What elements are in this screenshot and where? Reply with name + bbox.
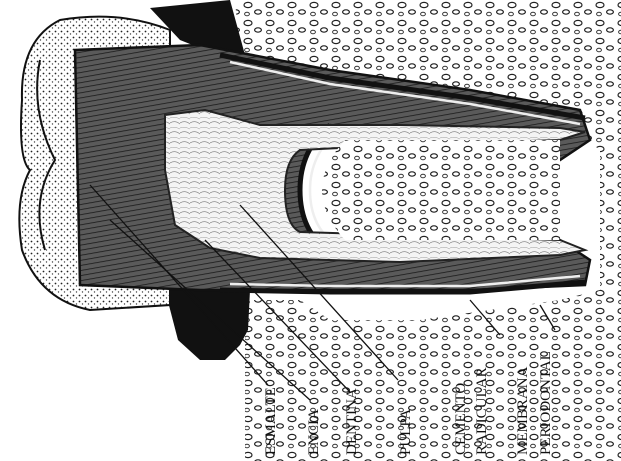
label-membrana-line2: PERIODONTAL: [538, 351, 554, 455]
label-cemento-line2: RADICULAR: [474, 367, 490, 455]
label-encia: ENCIA: [306, 409, 322, 455]
interradicular-bone: [322, 140, 560, 240]
label-dentina: DENTINA: [344, 388, 360, 455]
label-esmalte: ESMALTE: [263, 387, 279, 455]
label-pulpa: PULPA: [398, 409, 414, 455]
label-membrana-line1: MEMBRANA: [515, 366, 531, 455]
label-cemento-line1: CEMENTO: [453, 383, 469, 455]
